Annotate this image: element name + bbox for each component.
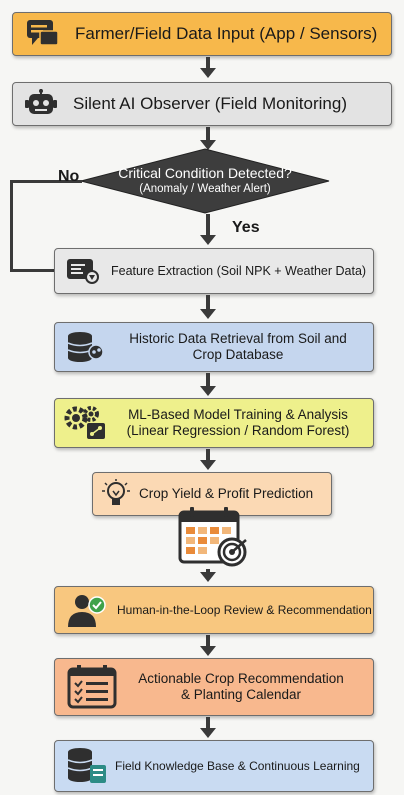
decision-subtitle: (Anomaly / Weather Alert) <box>139 183 271 195</box>
calendar-target-icon <box>178 507 247 567</box>
step-crop-recommendation: Actionable Crop Recommendation & Plantin… <box>54 658 374 716</box>
no-branch-line <box>10 269 54 272</box>
flow-arrow-head <box>200 646 216 656</box>
step-ai-observer: Silent AI Observer (Field Monitoring) <box>12 82 392 126</box>
flow-arrow-head <box>200 140 216 150</box>
flow-arrow-head <box>200 235 216 245</box>
no-branch-line <box>10 180 13 272</box>
step-human-review: Human-in-the-Loop Review & Recommendatio… <box>54 586 374 634</box>
no-label: No <box>58 168 80 185</box>
step-crop-recommendation-line1: Actionable Crop Recommendation <box>138 670 344 686</box>
step-ai-observer-label: Silent AI Observer (Field Monitoring) <box>73 93 347 113</box>
flow-arrow <box>206 635 210 647</box>
flow-arrow <box>206 295 210 310</box>
step-ml-training-line2: (Linear Regression / Random Forest) <box>126 423 350 438</box>
flow-arrow <box>206 717 210 729</box>
step-knowledge-base-label: Field Knowledge Base & Continuous Learni… <box>115 758 360 773</box>
gears-icon <box>61 405 109 441</box>
step-human-review-label: Human-in-the-Loop Review & Recommendatio… <box>117 602 372 617</box>
flow-arrow <box>206 57 210 69</box>
flow-arrow <box>206 127 210 141</box>
step-data-input: Farmer/Field Data Input (App / Sensors) <box>12 12 392 56</box>
chat-icon <box>21 19 65 49</box>
step-crop-recommendation-label: Actionable Crop Recommendation & Plantin… <box>121 671 361 703</box>
person-check-icon <box>61 592 111 628</box>
decision-title: Critical Condition Detected? <box>118 165 292 181</box>
server-icon <box>63 747 111 785</box>
no-branch-line <box>10 180 82 183</box>
step-ml-training-label: ML-Based Model Training & Analysis (Line… <box>113 407 363 439</box>
flow-arrow <box>206 449 210 461</box>
flow-arrow-head <box>200 460 216 470</box>
flow-arrow <box>206 373 210 387</box>
flow-arrow-head <box>200 728 216 738</box>
checklist-icon <box>63 665 121 709</box>
step-historic-data: Historic Data Retrieval from Soil and Cr… <box>54 322 374 372</box>
step-feature-extraction-label: Feature Extraction (Soil NPK + Weather D… <box>111 263 367 278</box>
step-historic-data-label: Historic Data Retrieval from Soil and Cr… <box>113 331 363 363</box>
step-historic-data-line2: Crop Database <box>192 347 284 362</box>
step-crop-recommendation-line2: & Planting Calendar <box>180 687 302 702</box>
step-knowledge-base: Field Knowledge Base & Continuous Learni… <box>54 740 374 792</box>
flow-arrow-head <box>200 572 216 582</box>
step-data-input-label: Farmer/Field Data Input (App / Sensors) <box>75 23 378 43</box>
flow-arrow <box>206 214 210 236</box>
lightbulb-icon <box>99 479 133 509</box>
flow-arrow-head <box>200 386 216 396</box>
decision-diamond <box>80 148 330 214</box>
step-historic-data-line1: Historic Data Retrieval from Soil and <box>129 330 347 346</box>
step-ml-training: ML-Based Model Training & Analysis (Line… <box>54 398 374 448</box>
step-ml-training-line1: ML-Based Model Training & Analysis <box>128 406 348 422</box>
step-feature-extraction: Feature Extraction (Soil NPK + Weather D… <box>54 248 374 294</box>
document-search-icon <box>63 257 103 285</box>
yes-label: Yes <box>232 219 260 236</box>
flow-arrow <box>206 569 210 573</box>
flow-arrow-head <box>200 309 216 319</box>
step-yield-prediction-label: Crop Yield & Profit Prediction <box>139 485 314 501</box>
database-icon <box>63 330 107 364</box>
robot-icon <box>19 89 63 119</box>
flow-arrow-head <box>200 68 216 78</box>
